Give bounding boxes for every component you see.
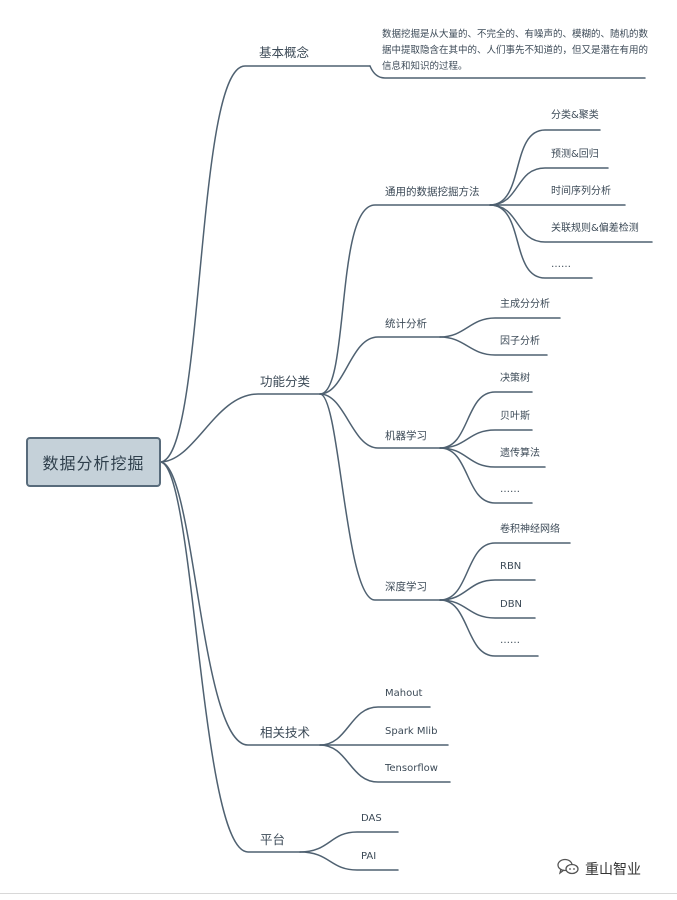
edge-functions-dl <box>319 393 441 601</box>
leaf-platform[interactable]: PAI <box>361 851 377 862</box>
leaf-general[interactable]: 预测&回归 <box>551 149 599 160</box>
leaf-platform[interactable]: DAS <box>361 813 382 824</box>
leaf-dl[interactable]: 卷积神经网络 <box>500 524 560 535</box>
leaf-tech[interactable]: Tensorflow <box>385 763 438 774</box>
chat-bubbles-icon <box>557 858 579 880</box>
leaf-general[interactable]: …… <box>551 259 571 270</box>
leaf-dl[interactable]: DBN <box>500 599 523 610</box>
leaf-ml[interactable]: 贝叶斯 <box>500 411 530 422</box>
edge-concept-desc <box>369 65 646 79</box>
leaf-ml[interactable]: 决策树 <box>500 373 530 384</box>
node-tech[interactable]: 相关技术 <box>260 725 311 740</box>
leaf-ml[interactable]: …… <box>500 484 520 495</box>
watermark-text: 重山智业 <box>585 862 641 878</box>
node-functions[interactable]: 功能分类 <box>260 374 311 389</box>
node-ml[interactable]: 机器学习 <box>385 430 427 442</box>
watermark: 重山智业 <box>557 858 641 880</box>
leaf-general[interactable]: 关联规则&偏差检测 <box>551 223 639 234</box>
root-node[interactable]: 数据分析挖掘 <box>26 437 161 487</box>
concept-description: 数据挖掘是从大量的、不完全的、有噪声的、模糊的、随机的数据中提取隐含在其中的、人… <box>382 29 649 72</box>
edge-functions-stats <box>319 336 441 395</box>
node-platform[interactable]: 平台 <box>260 832 286 847</box>
node-dl[interactable]: 深度学习 <box>385 581 427 593</box>
edge-functions-ml <box>319 393 441 449</box>
leaf-stats[interactable]: 因子分析 <box>500 336 540 347</box>
leaf-general[interactable]: 分类&聚类 <box>551 110 599 121</box>
leaf-dl[interactable]: …… <box>500 635 520 646</box>
node-concept[interactable]: 基本概念 <box>259 45 310 60</box>
edge-root-functions <box>159 393 321 463</box>
edge-root-tech <box>159 461 321 746</box>
leaf-tech[interactable]: Spark Mlib <box>385 726 438 737</box>
node-stats[interactable]: 统计分析 <box>385 318 427 330</box>
leaf-dl[interactable]: RBN <box>500 561 522 572</box>
node-general-methods[interactable]: 通用的数据挖掘方法 <box>385 186 480 198</box>
leaf-ml[interactable]: 遗传算法 <box>500 448 540 459</box>
edge-functions-general <box>319 204 491 395</box>
edge-root-concept <box>159 65 371 463</box>
bottom-divider <box>0 893 677 894</box>
leaf-general[interactable]: 时间序列分析 <box>551 186 611 197</box>
leaf-tech[interactable]: Mahout <box>385 688 423 699</box>
leaf-stats[interactable]: 主成分分析 <box>500 299 550 310</box>
edge-root-platform <box>159 461 301 853</box>
